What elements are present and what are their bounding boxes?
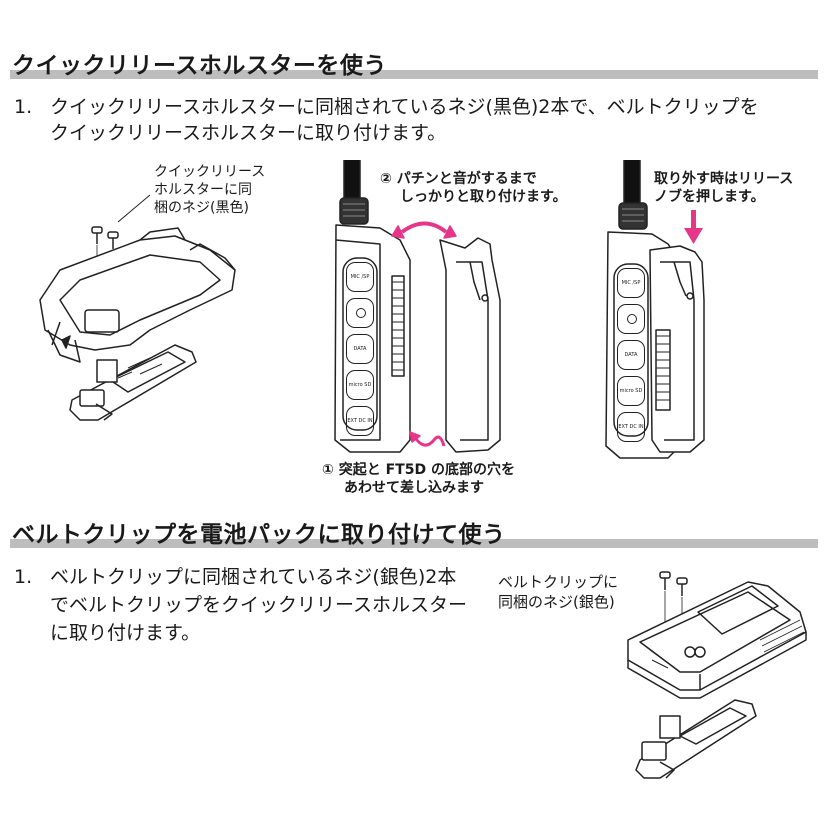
step-number: 1. bbox=[14, 96, 33, 118]
step-number: 1. bbox=[14, 566, 33, 588]
section-heading-quick-release: クイックリリースホルスターを使う bbox=[10, 46, 818, 80]
callout-insert: ① 突起と FT5D の底部の穴を あわせて差し込みます bbox=[322, 462, 515, 496]
microsd-button: micro SD bbox=[617, 376, 645, 406]
callout-screws-silver: ベルトクリップに 同梱のネジ(銀色) bbox=[498, 573, 619, 611]
heading-text: ベルトクリップを電池パックに取り付けて使う bbox=[12, 515, 512, 549]
center-button bbox=[346, 298, 374, 328]
step-line-2: でベルトクリップをクイックリリースホルスター bbox=[50, 594, 468, 616]
screw-icon bbox=[91, 226, 119, 249]
mic-sp-button: MIC /SP bbox=[346, 262, 374, 292]
ext-dc-in-button: EXT DC IN bbox=[346, 406, 374, 436]
center-button bbox=[617, 304, 645, 334]
radio-button-column-2: MIC /SP DATA micro SD EXT DC IN bbox=[617, 268, 645, 442]
radio-button-column: MIC /SP DATA micro SD EXT DC IN bbox=[346, 262, 374, 436]
microsd-button: micro SD bbox=[346, 370, 374, 400]
step-line-1: クイックリリースホルスターに同梱されているネジ(黒色)2本で、ベルトクリップを bbox=[50, 96, 759, 118]
section-heading-battery-clip: ベルトクリップを電池パックに取り付けて使う bbox=[10, 515, 818, 549]
mic-sp-button: MIC /SP bbox=[617, 268, 645, 298]
callout-screws-black: クイックリリース ホルスターに同 梱のネジ(黒色) bbox=[154, 164, 266, 216]
callout-attach: ② パチンと音がするまで しっかりと取り付けます。 bbox=[380, 171, 567, 205]
heading-text: クイックリリースホルスターを使う bbox=[12, 46, 393, 80]
step-line-3: に取り付けます。 bbox=[50, 622, 201, 644]
step-line-2: クイックリリースホルスターに取り付けます。 bbox=[50, 122, 447, 144]
callout-release: 取り外す時はリリース ノブを押します。 bbox=[654, 171, 794, 205]
data-button: DATA bbox=[346, 334, 374, 364]
data-button: DATA bbox=[617, 340, 645, 370]
heading-bar bbox=[10, 70, 818, 79]
step-line-1: ベルトクリップに同梱されているネジ(銀色)2本 bbox=[50, 566, 457, 588]
ext-dc-in-button: EXT DC IN bbox=[617, 412, 645, 442]
